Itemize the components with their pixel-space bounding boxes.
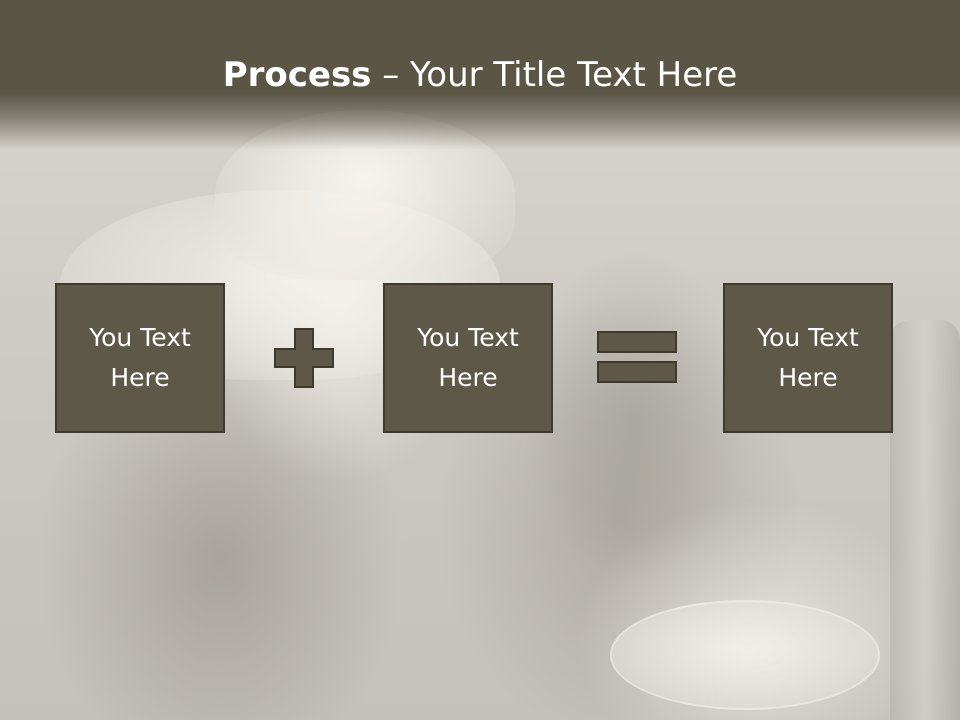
process-box-1-text: You Text Here	[89, 323, 191, 392]
process-box-2-text: You Text Here	[417, 323, 519, 392]
title-rest-part: – Your Title Text Here	[371, 55, 738, 95]
process-box-2[interactable]: You Text Here	[383, 283, 553, 433]
title-bold-part: Process	[222, 55, 372, 95]
title-bar: Process – Your Title Text Here	[0, 0, 960, 150]
process-box-3-text: You Text Here	[757, 323, 859, 392]
background-photo-bottle	[890, 320, 960, 720]
plus-icon	[274, 328, 334, 388]
slide-title[interactable]: Process – Your Title Text Here	[0, 52, 960, 98]
background-photo-sleeve	[520, 250, 750, 580]
process-box-3[interactable]: You Text Here	[723, 283, 893, 433]
equals-icon	[597, 331, 677, 383]
background-photo-plate	[610, 600, 880, 710]
process-box-1[interactable]: You Text Here	[55, 283, 225, 433]
